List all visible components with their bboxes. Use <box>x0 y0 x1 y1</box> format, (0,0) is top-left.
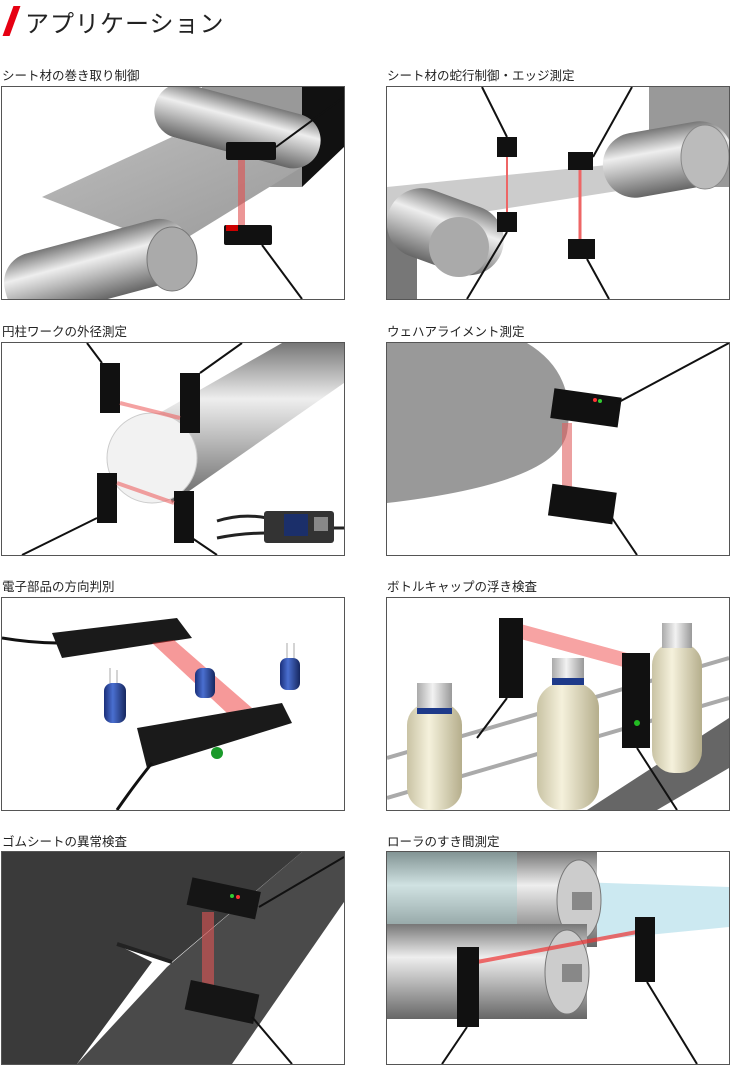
application-image-component-orientation <box>1 597 345 811</box>
application-image-roller-gap <box>386 851 730 1065</box>
application-label: 電子部品の方向判別 <box>2 579 115 594</box>
application-label: 円柱ワークの外径測定 <box>2 324 128 339</box>
application-image-sheet-winding <box>1 86 345 300</box>
application-label: ボトルキャップの浮き検査 <box>387 579 538 594</box>
application-label: ゴムシートの異常検査 <box>2 834 128 849</box>
page-header: アプリケーション <box>2 4 225 38</box>
application-image-rubber-sheet <box>1 851 345 1065</box>
accent-slash-icon <box>2 6 21 36</box>
controller-unit <box>216 511 344 543</box>
application-image-bottle-cap <box>386 597 730 811</box>
application-label: シート材の蛇行制御・エッジ測定 <box>387 68 575 83</box>
application-label: シート材の巻き取り制御 <box>2 68 140 83</box>
application-image-sheet-meandering <box>386 86 730 300</box>
page-title: アプリケーション <box>25 9 225 38</box>
application-label: ローラのすき間測定 <box>387 834 500 849</box>
application-label: ウェハアライメント測定 <box>387 324 525 339</box>
application-image-cylinder-diameter <box>1 342 345 556</box>
application-image-wafer-alignment <box>386 342 730 556</box>
